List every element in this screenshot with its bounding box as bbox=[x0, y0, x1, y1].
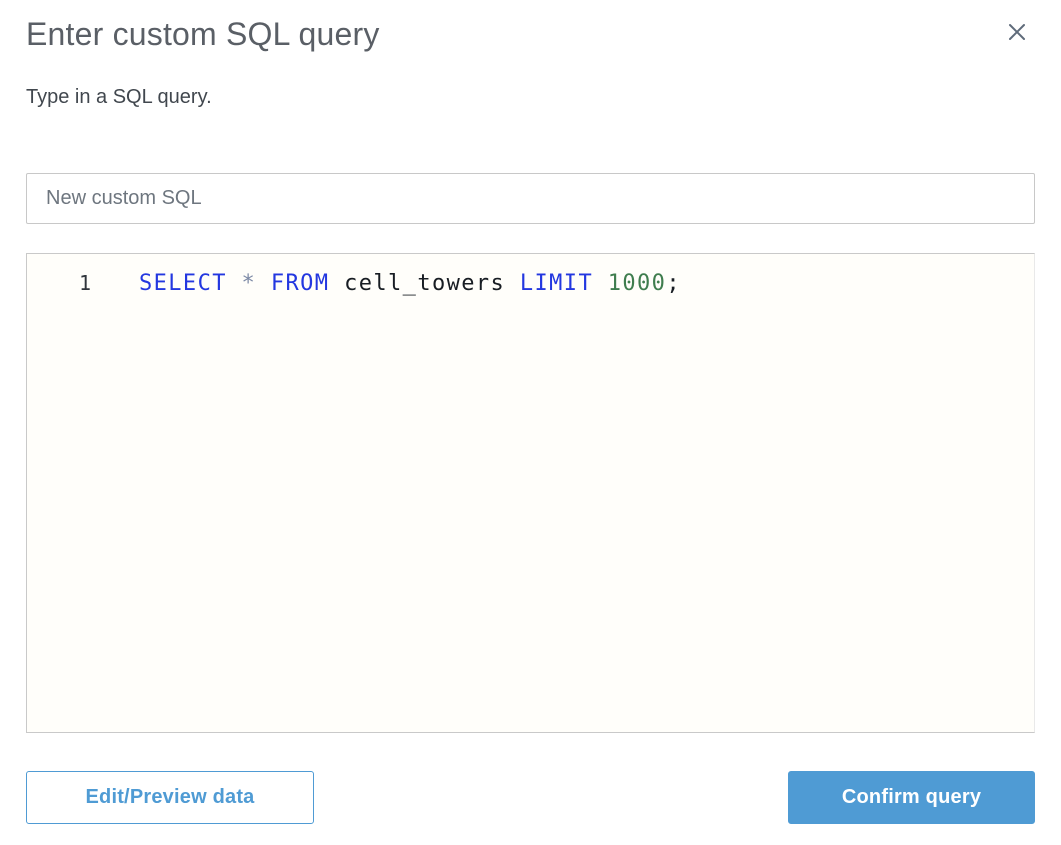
code-text: SELECT * FROM cell_towers LIMIT 1000; bbox=[139, 271, 681, 296]
dialog-subtitle: Type in a SQL query. bbox=[26, 86, 212, 108]
line-number: 1 bbox=[78, 271, 91, 295]
confirm-query-button[interactable]: Confirm query bbox=[788, 771, 1035, 824]
page-title: Enter custom SQL query bbox=[26, 16, 380, 52]
sql-editor-lines: 1 SELECT * FROM cell_towers LIMIT 1000; bbox=[27, 268, 1034, 299]
sql-editor[interactable]: 1 SELECT * FROM cell_towers LIMIT 1000; bbox=[26, 253, 1035, 733]
query-name-input[interactable] bbox=[26, 173, 1035, 224]
close-button[interactable] bbox=[1003, 18, 1031, 46]
close-icon bbox=[1006, 21, 1028, 43]
edit-preview-data-button[interactable]: Edit/Preview data bbox=[26, 771, 314, 824]
code-line: 1 SELECT * FROM cell_towers LIMIT 1000; bbox=[27, 268, 1034, 299]
